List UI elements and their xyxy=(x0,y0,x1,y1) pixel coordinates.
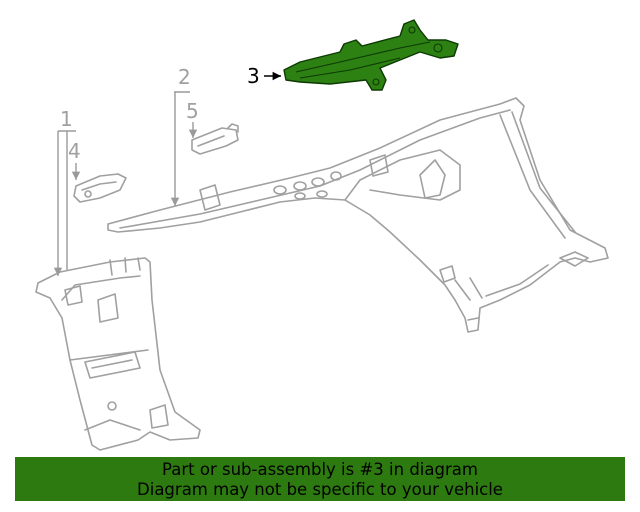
banner-line-1: Part or sub-assembly is #3 in diagram xyxy=(162,460,478,479)
part-2-side-rail xyxy=(107,97,609,333)
callout-5: 5 xyxy=(186,99,199,123)
part-5-bracket xyxy=(191,123,239,155)
part-4-clip xyxy=(73,173,127,203)
callout-4: 4 xyxy=(68,139,81,163)
part-3-highlighted-bracket xyxy=(283,19,459,91)
banner-line-2: Diagram may not be specific to your vehi… xyxy=(137,480,503,499)
part-1-pillar-trim xyxy=(35,257,201,451)
callout-3: 3 xyxy=(247,64,260,88)
callout-1: 1 xyxy=(60,107,73,131)
callout-2: 2 xyxy=(178,65,191,89)
info-banner: Part or sub-assembly is #3 in diagram Di… xyxy=(15,457,625,501)
leader-lines xyxy=(58,71,281,276)
parts-diagram: 1 4 2 5 3 xyxy=(35,19,609,451)
